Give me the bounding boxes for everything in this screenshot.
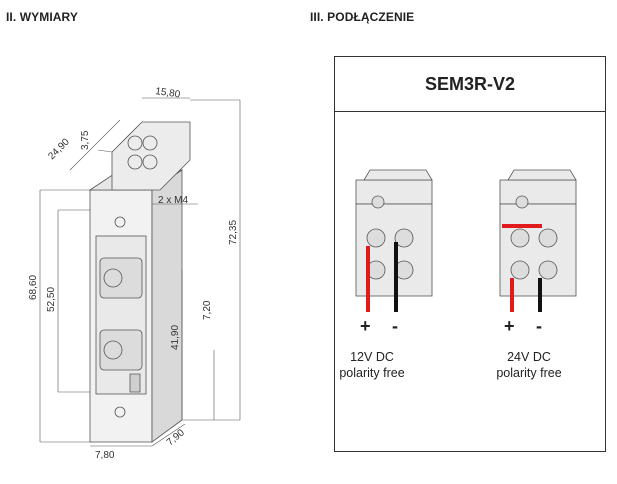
plus-12v: + [360,316,371,336]
dim-terminal-height: 3,75 [80,130,91,150]
dim-body-height: 68,60 [28,275,39,300]
dim-depth: 24,90 [46,136,72,162]
dimensions-heading: II. WYMIARY [6,10,78,24]
dim-width-top: 15,80 [155,86,182,100]
caption-24v: 24V DC polarity free [469,349,589,381]
dim-bottom-width: 7,80 [95,450,115,461]
polarity-24v: polarity free [496,366,562,380]
dim-offset: 7,20 [202,300,213,320]
dimension-drawing: 15,80 24,90 3,75 72,35 68,60 52,50 41,90… [28,86,241,461]
dim-overall-height: 72,35 [228,220,239,245]
dim-lower-height: 41,90 [170,325,181,350]
voltage-24v: 24V DC [507,350,551,364]
caption-12v: 12V DC polarity free [312,349,432,381]
wiring-diagrams: + - + - [355,169,577,336]
terminal-block-24v [499,169,577,297]
minus-24v: - [536,316,542,336]
connection-heading: III. PODŁĄCZENIE [310,10,415,24]
minus-12v: - [392,316,398,336]
model-title: SEM3R-V2 [335,57,605,112]
plus-24v: + [504,316,515,336]
connection-box: SEM3R-V2 [334,56,606,452]
dim-screw: 2 x M4 [158,195,188,206]
voltage-12v: 12V DC [350,350,394,364]
dim-slot-height: 52,50 [46,287,57,312]
polarity-12v: polarity free [339,366,405,380]
